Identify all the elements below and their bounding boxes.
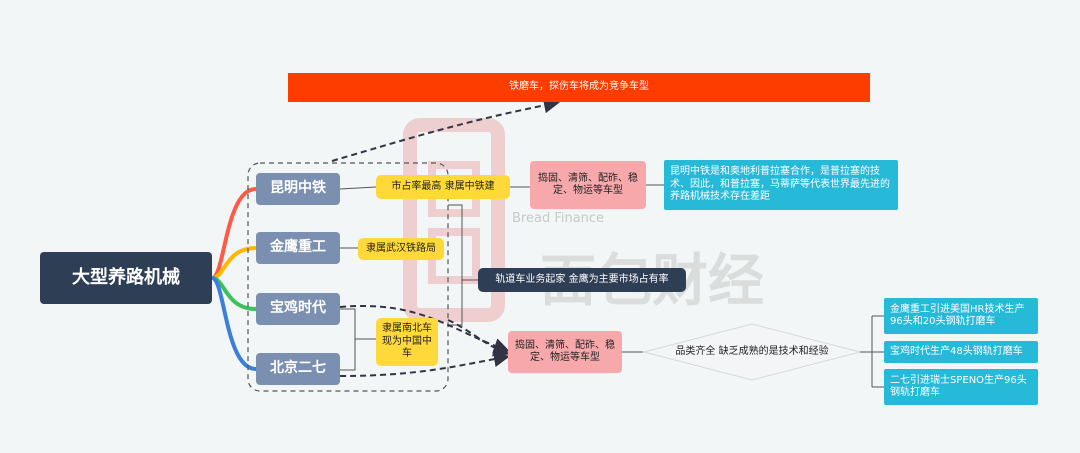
competition-banner: 铁磨车，探伤车将成为竞争车型	[288, 73, 870, 102]
tech-beijing[interactable]: 二七引进瑞士SPENO生产96头钢轨打磨车	[884, 369, 1038, 405]
tech-jinying[interactable]: 金鹰重工引进美国HR技术生产96头和20头钢轨打磨车	[884, 298, 1038, 334]
info-rail[interactable]: 轨道车业务起家 金鹰为主要市场占有率	[478, 268, 686, 292]
branch-kunming[interactable]: 昆明中铁	[256, 173, 340, 205]
tech-baoji[interactable]: 宝鸡时代生产48头钢轨打磨车	[884, 341, 1038, 363]
arrow-to-banner	[331, 97, 560, 162]
diamond-label[interactable]: 品类齐全 缺乏成熟的是技术和经验	[675, 345, 829, 357]
bracket-tech	[860, 315, 884, 388]
branch-jinying[interactable]: 金鹰重工	[256, 232, 340, 264]
group-outline	[247, 162, 449, 392]
tag-beijing-baoji[interactable]: 隶属南北车 现为中国中车	[376, 318, 438, 366]
arrow-beijing-shared	[339, 351, 510, 377]
branch-line-kunming	[211, 187, 257, 280]
tag-kunming[interactable]: 市占率最高 隶属中铁建	[376, 175, 510, 199]
root-node[interactable]: 大型养路机械	[40, 252, 212, 304]
arrow-jinying-shared	[447, 319, 510, 357]
branch-beijing[interactable]: 北京二七	[256, 353, 340, 385]
branch-line-beijing	[211, 276, 257, 371]
info-kunming[interactable]: 昆明中铁是和奥地利普拉塞合作，是普拉塞的技术、因此，和普拉塞，马蒂萨等代表世界最…	[664, 160, 898, 210]
bracket-rail	[448, 204, 478, 326]
branch-baoji[interactable]: 宝鸡时代	[256, 293, 340, 325]
watermark-text: Bread Finance	[512, 211, 604, 226]
link-kunming-tag	[339, 186, 377, 190]
bracket-baoji-beijing	[340, 308, 376, 371]
product-kunming[interactable]: 捣固、清筛、配砟、稳定、物运等车型	[530, 161, 646, 209]
product-shared[interactable]: 捣固、清筛、配砟、稳定、物运等车型	[508, 331, 622, 373]
tag-jinying[interactable]: 隶属武汉铁路局	[358, 238, 444, 260]
